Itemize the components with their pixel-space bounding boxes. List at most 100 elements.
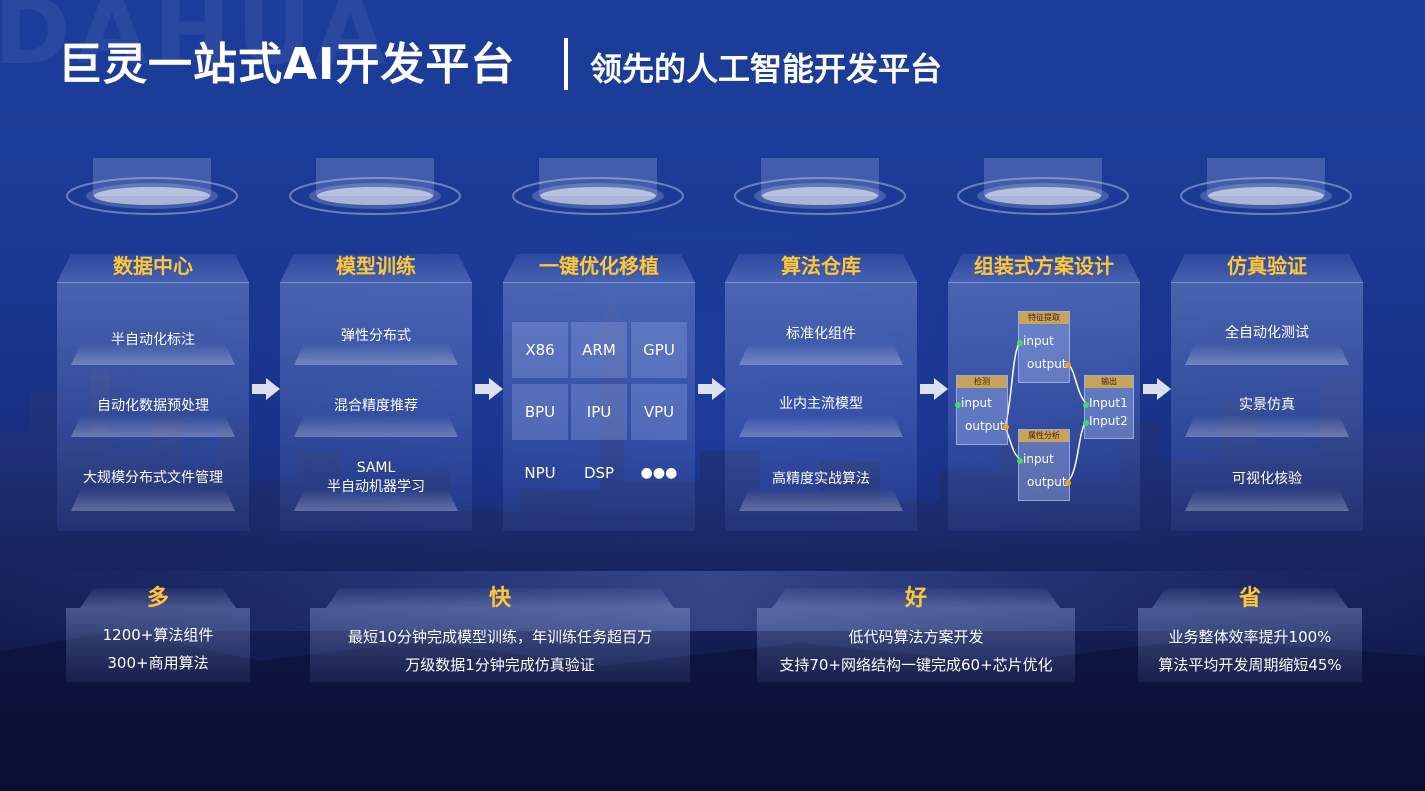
- pedestal-light-icon: [66, 158, 238, 215]
- card-item: 大规模分布式文件管理: [83, 470, 223, 486]
- panel-title-fast: 快: [488, 586, 511, 611]
- card-cap: [280, 254, 472, 282]
- node-output-input1: Input1: [1089, 396, 1128, 410]
- input-port-icon: [1017, 340, 1023, 346]
- panel-line: 300+商用算法: [107, 654, 209, 672]
- card-cap: [948, 254, 1140, 282]
- right-arrow-icon: [252, 378, 280, 400]
- right-arrow-icon: [698, 378, 726, 400]
- chip-gpu: GPU: [631, 322, 687, 378]
- panel-line: 算法平均开发周期缩短45%: [1158, 656, 1342, 674]
- input-port-icon: [1083, 420, 1089, 426]
- panel-fast: 最短10分钟完成模型训练，年训练任务超百万 万级数据1分钟完成仿真验证: [310, 608, 690, 682]
- card-item: 半自动化标注: [111, 332, 195, 348]
- item-shelf: [1185, 489, 1349, 511]
- card-item: 自动化数据预处理: [97, 398, 209, 414]
- item-shelf: [71, 343, 235, 365]
- card-item: 高精度实战算法: [772, 471, 870, 487]
- pedestal-light-icon: [512, 158, 684, 215]
- pedestal-light-icon: [289, 158, 461, 215]
- node-attr-output: output: [1027, 475, 1067, 489]
- pedestal-light-icon: [734, 158, 906, 215]
- chip-dsp: DSP: [583, 464, 615, 482]
- panel-save: 业务整体效率提升100% 算法平均开发周期缩短45%: [1138, 608, 1362, 682]
- column-title-assembly-design: 组装式方案设计: [974, 254, 1114, 278]
- node-output-header: 输出: [1085, 376, 1133, 388]
- right-arrow-icon: [1143, 378, 1171, 400]
- node-detect: 检测 input output: [955, 375, 1009, 445]
- item-shelf: [294, 489, 458, 511]
- chip-npu: NPU: [524, 464, 556, 482]
- panel-title-many: 多: [146, 586, 169, 611]
- panel-cap: [1152, 588, 1348, 608]
- item-shelf: [739, 415, 903, 437]
- chip-x86: X86: [512, 322, 568, 378]
- card-assembly-design: 检测 input output 特征提取 input output 属性分析 i…: [948, 282, 1140, 531]
- panel-title-save: 省: [1238, 586, 1261, 611]
- node-attribute-analysis: 属性分析 input output: [1017, 429, 1071, 501]
- node-detect-output: output: [965, 419, 1005, 433]
- panel-cap: [326, 588, 674, 608]
- panel-cap: [80, 588, 236, 608]
- panel-title-good: 好: [904, 586, 927, 611]
- card-item: 业内主流模型: [779, 396, 863, 412]
- panel-many: 1200+算法组件 300+商用算法: [66, 608, 250, 682]
- card-item: 标准化组件: [786, 326, 856, 342]
- panel-line: 低代码算法方案开发: [848, 628, 984, 646]
- output-port-icon: [1065, 480, 1071, 486]
- card-item: SAML: [356, 460, 396, 476]
- node-output-input2: Input2: [1089, 414, 1128, 428]
- panel-line: 最短10分钟完成模型训练，年训练任务超百万: [347, 628, 653, 646]
- skyline-background: [0, 291, 1425, 791]
- column-title-simulation: 仿真验证: [1227, 254, 1307, 278]
- column-title-algorithm-repo: 算法仓库: [781, 254, 861, 278]
- item-shelf: [71, 415, 235, 437]
- chip-vpu: VPU: [631, 384, 687, 440]
- right-arrow-icon: [920, 378, 948, 400]
- input-port-icon: [955, 402, 961, 408]
- node-attr-input: input: [1023, 452, 1054, 466]
- chip-ipu: IPU: [571, 384, 627, 440]
- card-cap: [1171, 254, 1363, 282]
- item-shelf: [294, 343, 458, 365]
- panel-line: 1200+算法组件: [102, 626, 214, 644]
- card-data-center: 半自动化标注 自动化数据预处理 大规模分布式文件管理: [57, 282, 249, 531]
- input-port-icon: [1017, 458, 1023, 464]
- card-item: 混合精度推荐: [334, 398, 418, 414]
- node-feature-input: input: [1023, 334, 1054, 348]
- item-shelf: [294, 415, 458, 437]
- card-cap: [503, 254, 695, 282]
- title-divider: [564, 38, 568, 90]
- panel-line: 业务整体效率提升100%: [1168, 628, 1332, 646]
- card-item: 半自动机器学习: [327, 479, 425, 495]
- card-model-training: 弹性分布式 混合精度推荐 SAML 半自动机器学习: [280, 282, 472, 531]
- chip-bpu: BPU: [512, 384, 568, 440]
- node-feature-output: output: [1027, 357, 1067, 371]
- panel-cap: [772, 588, 1060, 608]
- column-title-data-center: 数据中心: [113, 254, 193, 278]
- item-shelf: [71, 489, 235, 511]
- item-shelf: [1185, 343, 1349, 365]
- brand-watermark: DAHUA: [0, 0, 392, 85]
- card-algorithm-repo: 标准化组件 业内主流模型 高精度实战算法: [725, 282, 917, 531]
- card-simulation: 全自动化测试 实景仿真 可视化核验: [1171, 282, 1363, 531]
- more-dots-icon: ●●●: [640, 465, 678, 481]
- page-title: 巨灵一站式AI开发平台: [58, 39, 516, 90]
- panel-line: 支持70+网络结构一键完成60+芯片优化: [779, 656, 1053, 674]
- panel-line: 万级数据1分钟完成仿真验证: [405, 656, 595, 674]
- node-feature-extraction: 特征提取 input output: [1017, 311, 1071, 383]
- pedestal-light-icon: [957, 158, 1129, 215]
- input-port-icon: [1083, 402, 1089, 408]
- chip-arm: ARM: [571, 322, 627, 378]
- card-item: 全自动化测试: [1225, 325, 1309, 341]
- card-cap: [57, 254, 249, 282]
- node-feature-header: 特征提取: [1019, 312, 1069, 324]
- output-port-icon: [1065, 362, 1071, 368]
- card-item: 实景仿真: [1239, 397, 1295, 413]
- item-shelf: [739, 343, 903, 365]
- card-item: 可视化核验: [1232, 471, 1302, 487]
- node-output: 输出 Input1 Input2: [1083, 375, 1134, 439]
- column-title-porting: 一键优化移植: [539, 254, 659, 278]
- item-shelf: [739, 489, 903, 511]
